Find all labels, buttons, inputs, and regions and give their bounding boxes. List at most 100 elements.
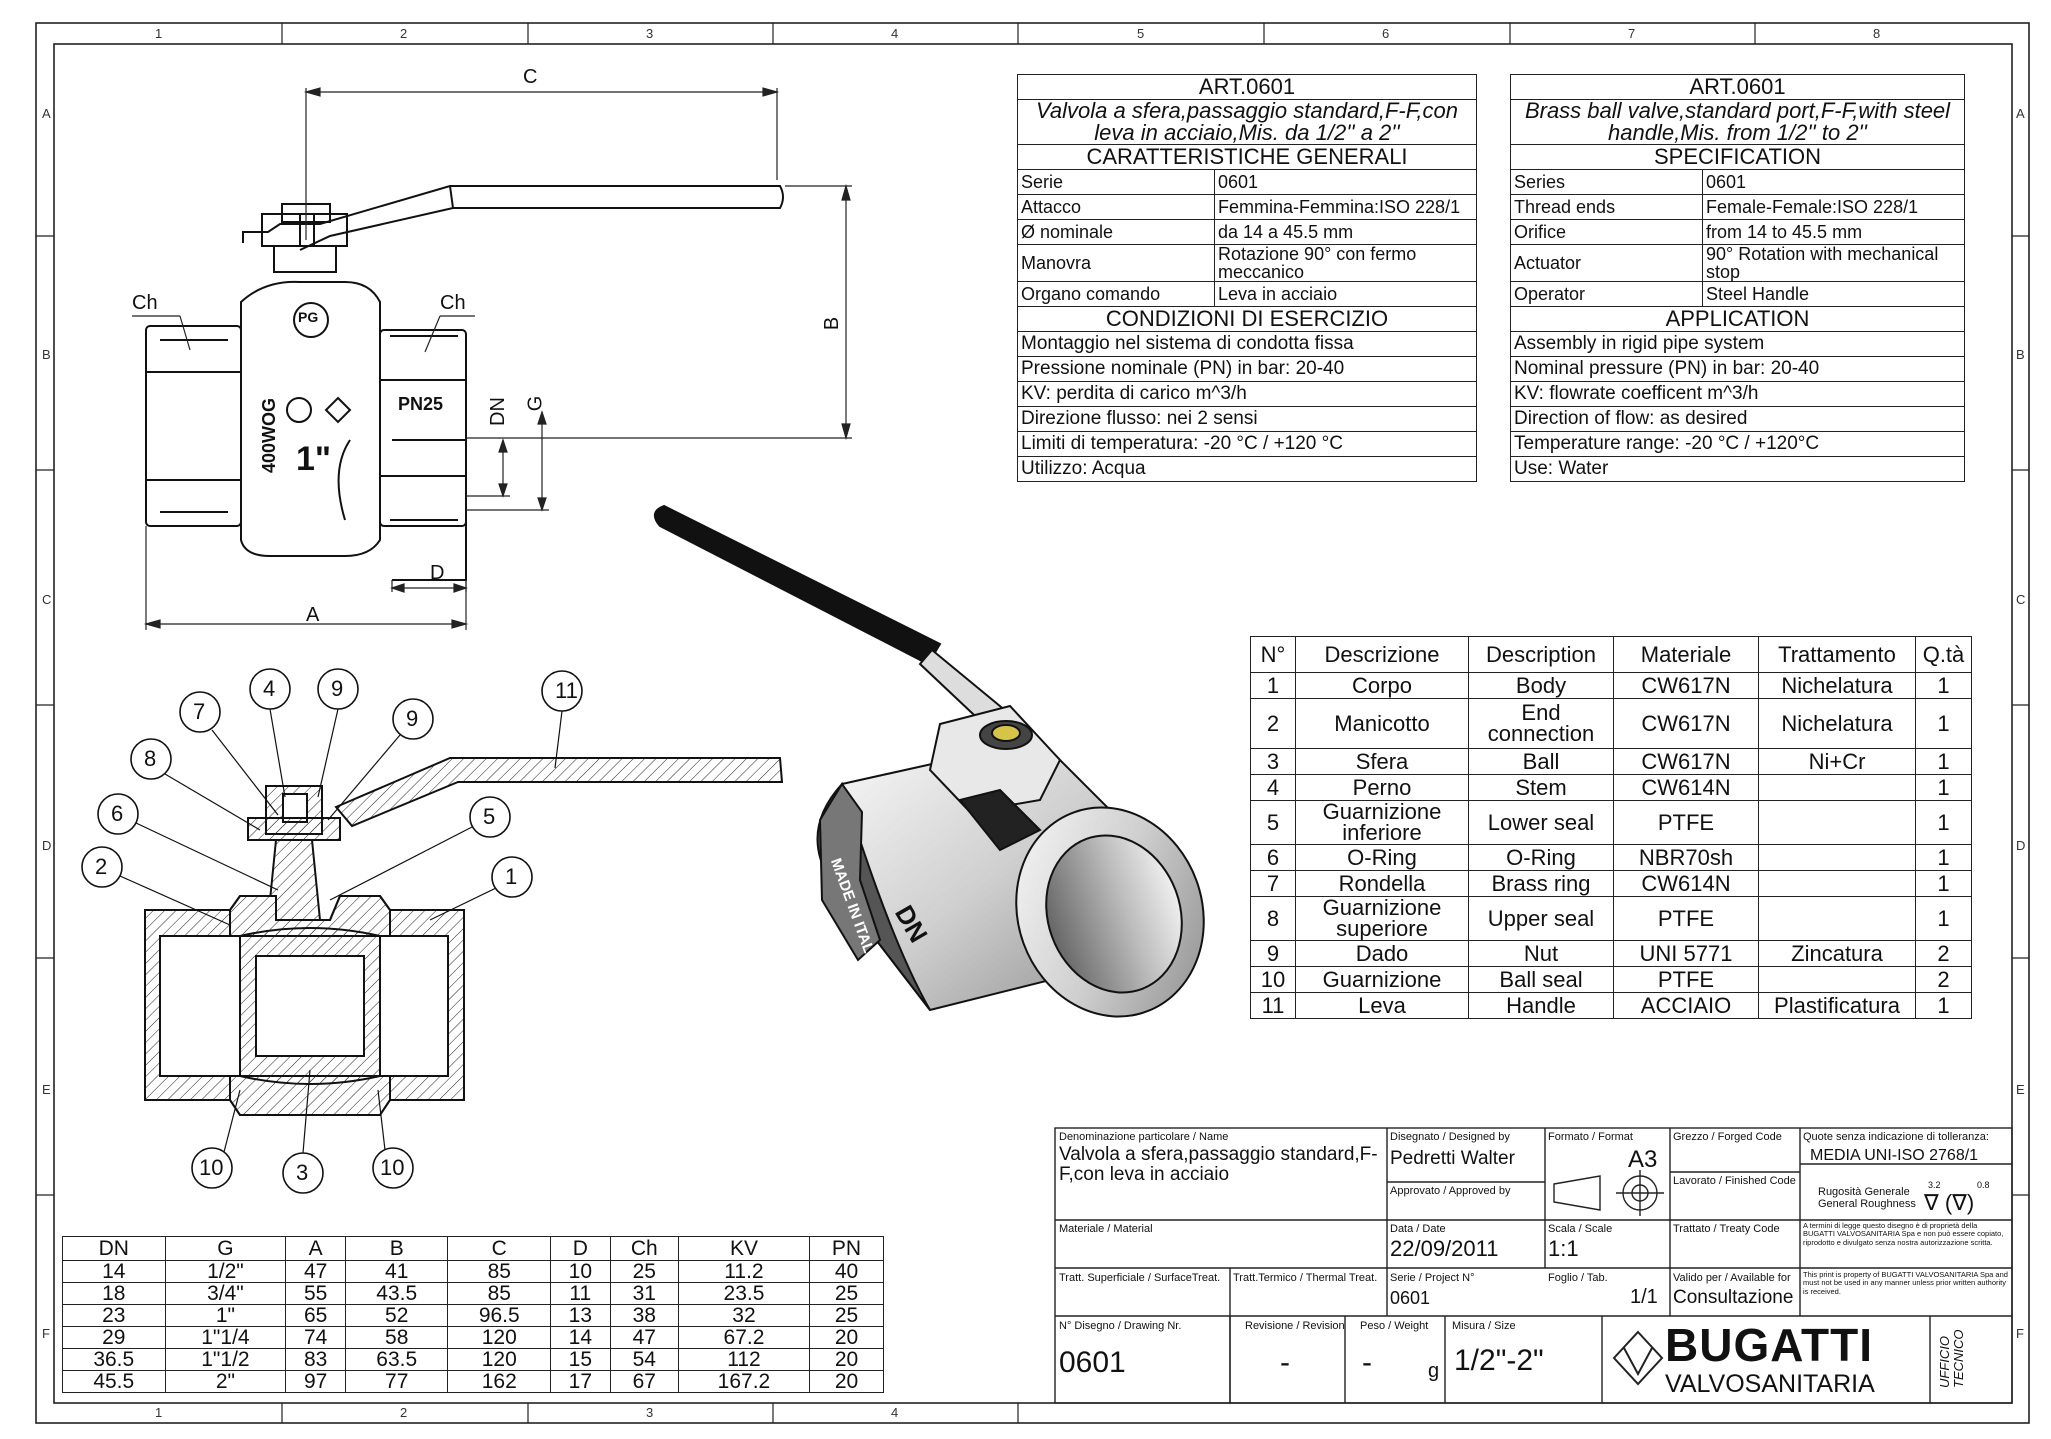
english-key: Actuator: [1510, 244, 1703, 282]
italian-title: Valvola a sfera,passaggio standard,F-F,c…: [1017, 99, 1477, 145]
cell: 10: [1250, 966, 1296, 993]
tb-tolerance-label: Quote senza indicazione di tolleranza:: [1803, 1131, 1989, 1143]
ruler-row-C-right: C: [2016, 592, 2026, 607]
cell: Handle: [1468, 992, 1614, 1019]
cell: Zincatura: [1758, 940, 1916, 967]
tb-date-value: 22/09/2011: [1390, 1236, 1499, 1261]
ruler-row-F: F: [42, 1326, 50, 1341]
dims-header: G: [164, 1236, 287, 1261]
tb-project-label: Serie / Project N°: [1390, 1272, 1475, 1284]
english-line: Assembly in rigid pipe system: [1510, 331, 1965, 357]
cell: [1758, 870, 1916, 897]
size-marking: 1": [296, 440, 332, 478]
cell: 11: [1250, 992, 1296, 1019]
cell: Manicotto: [1295, 698, 1469, 749]
cell: 96.5: [447, 1304, 552, 1327]
tb-weight-value: -: [1362, 1346, 1372, 1379]
ruler-row-C: C: [42, 592, 52, 607]
tb-legal-it: A termini di legge questo disegno è di p…: [1803, 1221, 2004, 1247]
cell: 6: [1250, 844, 1296, 871]
english-title: Brass ball valve,standard port,F-F,with …: [1510, 99, 1965, 145]
brand-logo-text: BUGATTI: [1665, 1319, 1874, 1371]
cell: 1: [1915, 774, 1972, 801]
cell: 1: [1250, 672, 1296, 699]
cell: 2: [1915, 966, 1972, 993]
cell: 3: [1250, 748, 1296, 775]
cell: 15: [550, 1348, 611, 1371]
ruler-row-D: D: [42, 838, 52, 853]
cell: ACCIAIO: [1613, 992, 1759, 1019]
cell: 25: [809, 1304, 884, 1327]
tb-date-label: Data / Date: [1390, 1223, 1446, 1235]
dim-label-c: C: [523, 66, 538, 88]
cell: Ni+Cr: [1758, 748, 1916, 775]
tb-project-value: 0601: [1390, 1288, 1431, 1308]
tb-material-label: Materiale / Material: [1059, 1223, 1153, 1235]
cell: 11: [550, 1282, 611, 1305]
italian-line: Utilizzo: Acqua: [1017, 456, 1477, 482]
cell: 17: [550, 1370, 611, 1393]
cell: 1: [1915, 992, 1972, 1019]
ruler-row-A: A: [42, 106, 51, 121]
cell: 20: [809, 1370, 884, 1393]
callout-1: 1: [505, 864, 518, 889]
cell: 36.5: [62, 1348, 166, 1371]
cell: 112: [677, 1348, 811, 1371]
english-value: Female-Female:ISO 228/1: [1702, 194, 1965, 220]
ruler-row-E: E: [42, 1082, 51, 1097]
cell: 52: [344, 1304, 449, 1327]
ruler-col-3: 3: [646, 26, 654, 41]
english-line: Temperature range: -20 °C / +120°C: [1510, 431, 1965, 457]
cell: 31: [609, 1282, 679, 1305]
dims-header: A: [285, 1236, 346, 1261]
cell: Brass ring: [1468, 870, 1614, 897]
callout-5: 5: [483, 804, 496, 829]
cell: CW617N: [1613, 748, 1759, 775]
ruler-row-D-right: D: [2016, 838, 2026, 853]
tb-office: UFFICIO TECNICO: [1937, 1329, 1967, 1389]
cell: Lower seal: [1468, 800, 1614, 845]
cell: Nut: [1468, 940, 1614, 967]
tb-drawing-label: N° Disegno / Drawing Nr.: [1059, 1320, 1182, 1332]
tb-roughness-1: 3.2: [1928, 1180, 1941, 1190]
callout-11: 11: [555, 678, 578, 703]
tb-valid-label: Valido per / Available for: [1673, 1272, 1791, 1284]
dim-label-ch-left: Ch: [132, 292, 158, 314]
english-spec-table: ART.0601 Brass ball valve,standard port,…: [1510, 74, 1965, 482]
english-value: from 14 to 45.5 mm: [1702, 219, 1965, 245]
italian-value: Leva in acciaio: [1214, 281, 1477, 307]
cell: 67: [609, 1370, 679, 1393]
italian-key: Attacco: [1017, 194, 1215, 220]
cell: Leva: [1295, 992, 1469, 1019]
cell: Nichelatura: [1758, 672, 1916, 699]
italian-key: Organo comando: [1017, 281, 1215, 307]
callout-6: 6: [111, 801, 124, 826]
english-line: Nominal pressure (PN) in bar: 20-40: [1510, 356, 1965, 382]
cell: 11.2: [677, 1260, 811, 1283]
ruler-row-E-right: E: [2016, 1082, 2025, 1097]
ruler-col-4: 4: [891, 26, 899, 41]
parts-header: N°: [1250, 636, 1296, 673]
cell: 20: [809, 1348, 884, 1371]
cell: [1758, 896, 1916, 941]
tb-surface-label: Tratt. Superficiale / SurfaceTreat.: [1059, 1272, 1221, 1284]
tb-roughness-2: 0.8: [1977, 1180, 1990, 1190]
ruler-col-2-bottom: 2: [400, 1405, 408, 1420]
ruler-col-3-bottom: 3: [646, 1405, 654, 1420]
italian-section-general: CARATTERISTICHE GENERALI: [1017, 144, 1477, 170]
tb-roughness-label: Rugosità Generale General Roughness: [1818, 1186, 1916, 1211]
cell: PTFE: [1613, 966, 1759, 993]
italian-line: Direzione flusso: nei 2 sensi: [1017, 406, 1477, 432]
cell: Nichelatura: [1758, 698, 1916, 749]
